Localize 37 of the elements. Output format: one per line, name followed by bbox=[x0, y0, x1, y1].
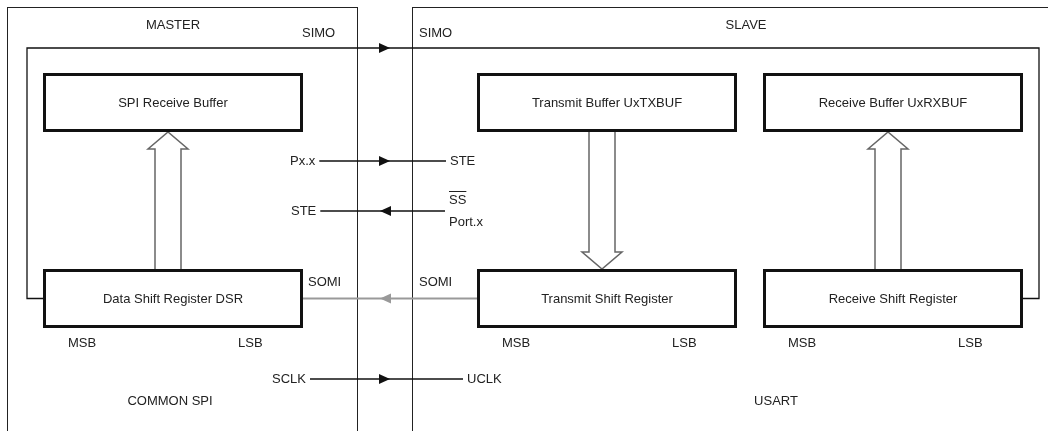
bit-label: LSB bbox=[672, 334, 697, 352]
pin-label: Px.x bbox=[286, 152, 320, 170]
device-panel bbox=[7, 7, 358, 431]
pin-label: UCLK bbox=[463, 370, 506, 388]
transfer-arrow bbox=[579, 131, 625, 270]
register-box: Transmit Shift Register bbox=[477, 269, 737, 328]
pin-label: STE bbox=[446, 152, 480, 170]
register-box: Data Shift Register DSR bbox=[43, 269, 303, 328]
panel-title: SLAVE bbox=[725, 16, 767, 34]
device-panel bbox=[412, 7, 1048, 431]
panel-footer: COMMON SPI bbox=[127, 392, 213, 410]
signal-label: SIMO bbox=[419, 24, 453, 42]
bit-label: MSB bbox=[68, 334, 97, 352]
bit-label: LSB bbox=[958, 334, 983, 352]
panel-footer: USART bbox=[754, 392, 798, 410]
transfer-arrow bbox=[865, 131, 911, 270]
signal-label: SIMO bbox=[302, 24, 336, 42]
transfer-arrow bbox=[145, 131, 191, 270]
signal-label: SOMI bbox=[308, 273, 342, 291]
bit-label: LSB bbox=[238, 334, 263, 352]
signal-arrow bbox=[26, 43, 1040, 300]
pin-label: STE bbox=[287, 202, 321, 220]
signal-arrow bbox=[319, 206, 446, 216]
buffer-box: SPI Receive Buffer bbox=[43, 73, 303, 132]
bit-label: MSB bbox=[502, 334, 531, 352]
register-box: Receive Shift Register bbox=[763, 269, 1023, 328]
signal-label: SOMI bbox=[419, 273, 453, 291]
pin-label: SCLK bbox=[268, 370, 310, 388]
buffer-box: Transmit Buffer UxTXBUF bbox=[477, 73, 737, 132]
bit-label: MSB bbox=[788, 334, 817, 352]
buffer-box: Receive Buffer UxRXBUF bbox=[763, 73, 1023, 132]
signal-arrow bbox=[318, 156, 447, 166]
panel-title: MASTER bbox=[145, 16, 201, 34]
pin-label: SS bbox=[449, 191, 467, 209]
pin-label: Port.x bbox=[449, 213, 483, 231]
signal-arrow bbox=[309, 374, 464, 384]
signal-arrow bbox=[302, 293, 478, 304]
